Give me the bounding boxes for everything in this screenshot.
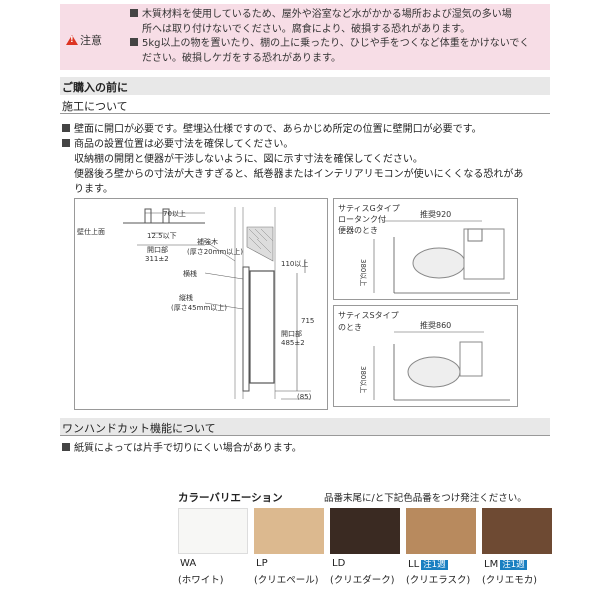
color-name: (クリエモカ)	[482, 575, 537, 586]
s-recommend-label: 推奨860	[420, 321, 452, 330]
purchase-line: 便器後ろ壁からの寸法が大きすぎると、紙巻器またはインテリアリモコンが使いにくくな…	[74, 165, 523, 180]
onehand-line-text: 紙質によっては片手で切りにくい場合があります。	[74, 443, 302, 454]
opening-label: 開口部	[147, 246, 168, 254]
swatch-lp	[254, 508, 324, 554]
purchase-line-text: 収納棚の開閉と便器が干渉しないように、図に示す寸法を確保してください。	[74, 154, 423, 165]
caution-line-text: 5kg以上の物を置いたり、棚の上に乗ったり、ひじや手をつくなど体重をかけないでく	[142, 38, 530, 49]
dim-110-label: 110以上	[281, 260, 309, 268]
caution-lines: 木質材料を使用しているため、屋外や浴室など水がかかる場所および湿気の多い場 所へ…	[130, 8, 546, 66]
purchase-line-text: 便器後ろ壁からの寸法が大きすぎると、紙巻器またはインテリアリモコンが使いにくくな…	[74, 169, 524, 180]
purchase-line: 商品の設置位置は必要寸法を確保してください。	[62, 135, 293, 150]
tatesan-spec: (厚さ45mm以上)	[171, 304, 228, 312]
caution-line-text: 木質材料を使用しているため、屋外や浴室など水がかかる場所および湿気の多い場	[142, 9, 512, 20]
color-name: (クリエダーク)	[330, 575, 395, 586]
lead-time-badge: 注1週	[421, 560, 448, 570]
color-variation-heading: カラーバリエーション	[178, 492, 283, 504]
color-name: (クリエラスク)	[406, 575, 471, 586]
installation-diagram-drawing	[123, 207, 311, 400]
dim-85-label: (85)	[297, 393, 312, 401]
s-type-subtitle: のとき	[338, 323, 362, 332]
caution-line: 所へは取り付けないでください。腐食により、破損する恐れがあります。	[130, 23, 546, 38]
opening-width: 311±2	[145, 255, 169, 263]
bullet-icon	[62, 124, 70, 132]
dim-70-label: 70以上	[163, 210, 186, 218]
color-code: LP	[256, 558, 268, 569]
caution-label-text: 注意	[80, 34, 102, 47]
lead-time-badge: 注1週	[500, 560, 527, 570]
swatch-ll	[406, 508, 476, 554]
g-recommend-label: 推奨920	[420, 210, 452, 219]
color-code: LM	[484, 559, 499, 570]
g-type-subtitle2: 便器のとき	[338, 226, 378, 235]
tatesan-label: 縦桟	[179, 294, 193, 302]
bullet-icon	[62, 139, 70, 147]
caution-line-text: 所へは取り付けないでください。腐食により、破損する恐れがあります。	[142, 23, 471, 35]
reinforce-label: 補強木	[197, 238, 218, 246]
s-type-title: サティスSタイプ	[338, 311, 399, 320]
caution-label: 注意	[66, 32, 102, 48]
caution-line: 5kg以上の物を置いたり、棚の上に乗ったり、ひじや手をつくなど体重をかけないでく	[130, 37, 546, 52]
bullet-icon	[130, 38, 138, 46]
dim-715-label: 715	[301, 317, 315, 325]
divider	[60, 435, 550, 436]
color-code: WA	[180, 558, 197, 569]
reinforce-spec: (厚さ20mm以上)	[187, 248, 244, 256]
swatch-wa	[178, 508, 248, 554]
bullet-icon	[130, 9, 138, 17]
caution-box: 注意 木質材料を使用しているため、屋外や浴室など水がかかる場所および湿気の多い場…	[60, 4, 550, 70]
purchase-line: ります。	[74, 180, 113, 195]
s-type-drawing	[373, 331, 510, 401]
color-variation-note: 品番末尾に/と下記色品番をつけ発注ください。	[324, 493, 527, 504]
g-type-subtitle: ロータンク付	[338, 215, 386, 224]
purchase-line-text: ります。	[74, 184, 113, 195]
caution-line: ださい。破損しケガをする恐れがあります。	[130, 52, 546, 67]
wall-top-label: 壁仕上面	[77, 228, 105, 236]
warning-icon	[66, 35, 78, 45]
color-name: (ホワイト)	[178, 575, 224, 586]
yokosan-label: 横桟	[183, 270, 197, 278]
g-type-title: サティスGタイプ	[338, 204, 400, 213]
swatch-lm	[482, 508, 552, 554]
color-code: LD	[332, 558, 346, 569]
purchase-heading: ご購入の前に	[62, 81, 128, 94]
purchase-subheading: 施工について	[62, 100, 128, 113]
purchase-line: 収納棚の開閉と便器が干渉しないように、図に示す寸法を確保してください。	[74, 150, 423, 165]
g-type-drawing	[373, 220, 510, 294]
onehand-heading-band	[60, 418, 550, 436]
onehand-line: 紙質によっては片手で切りにくい場合があります。	[62, 439, 302, 454]
dim-125-label: 12.5以下	[147, 232, 177, 240]
opening2-height: 485±2	[281, 339, 305, 347]
purchase-line-text: 商品の設置位置は必要寸法を確保してください。	[74, 139, 294, 150]
purchase-line-text: 壁面に開口が必要です。壁埋込仕様ですので、あらかじめ所定の位置に壁開口が必要です…	[74, 124, 482, 135]
purchase-heading-band	[60, 77, 550, 95]
color-code: LL	[408, 559, 420, 570]
caution-line: 木質材料を使用しているため、屋外や浴室など水がかかる場所および湿気の多い場	[130, 8, 546, 23]
bullet-icon	[62, 443, 70, 451]
opening2-label: 開口部	[281, 330, 302, 338]
s-type-diagram: サティスSタイプ のとき 推奨860 380以上	[333, 305, 518, 407]
g-type-diagram: サティスGタイプ ロータンク付 便器のとき 推奨920 380以上	[333, 198, 518, 300]
swatch-ld	[330, 508, 400, 554]
installation-diagram: 壁仕上面 70以上 12.5以下 開口部 311±2 補強木 (厚さ20mm以上…	[74, 198, 328, 410]
purchase-line: 壁面に開口が必要です。壁埋込仕様ですので、あらかじめ所定の位置に壁開口が必要です…	[62, 120, 482, 135]
color-name: (クリエペール)	[254, 575, 319, 586]
divider	[60, 113, 550, 114]
onehand-heading: ワンハンドカット機能について	[62, 422, 216, 435]
caution-line-text: ださい。破損しケガをする恐れがあります。	[142, 52, 341, 64]
